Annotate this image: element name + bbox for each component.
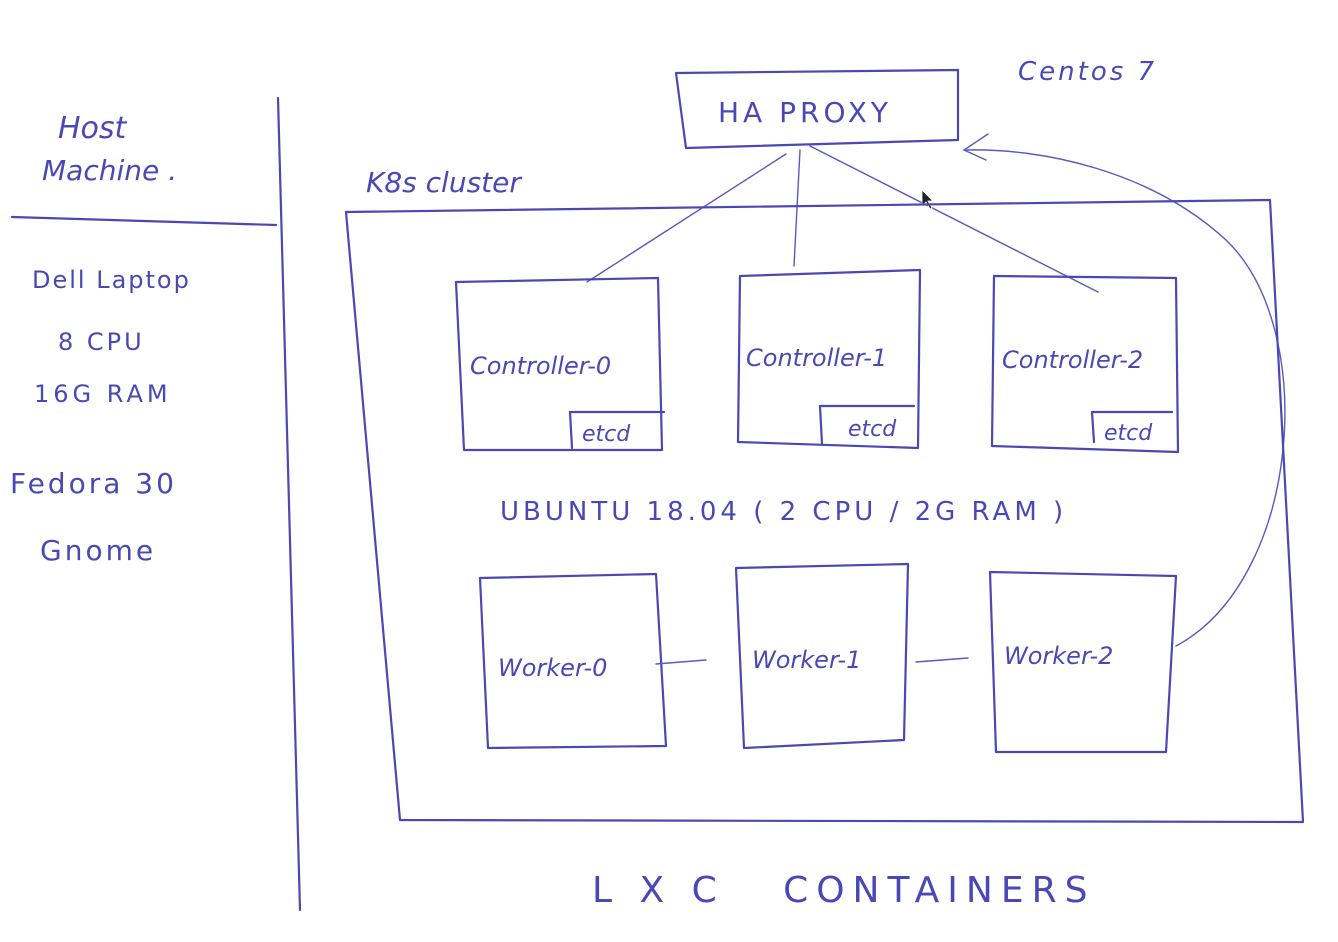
host-panel: Host Machine . Dell Laptop 8 CPU 16G RAM… [10,96,302,912]
host-divider-horizontal [10,215,278,227]
host-os-desktop: Gnome [40,534,156,567]
worker-box [478,572,668,750]
worker-node: Worker-1 [734,562,910,750]
controller-node: Controller-2 etcd [990,274,1180,454]
link-worker-0-worker-1 [655,659,707,665]
host-spec-model: Dell Laptop [32,266,191,294]
host-title-line2: Machine . [42,154,177,187]
controller-label: Controller-1 [746,344,887,372]
controller-label: Controller-0 [470,352,611,380]
etcd-box [818,404,916,446]
ha-proxy-box [674,68,960,150]
controller-box [736,268,922,450]
host-divider-vertical [276,96,302,912]
node-os-label: UBUNTU 18.04 ( 2 CPU / 2G RAM ) [500,497,1067,527]
cluster-label: K8s cluster [366,166,522,199]
controller-box [454,276,664,452]
etcd-label: etcd [582,422,631,447]
k8s-cluster: K8s cluster Controller-0 etcd Controller… [344,166,1305,824]
host-title-line1: Host [58,111,128,146]
link-proxy-controller-2 [809,145,1099,293]
host-spec-ram: 16G RAM [34,380,172,408]
etcd-box [568,410,666,450]
footer-label: L X C CONTAINERS [592,870,1095,911]
controller-node: Controller-0 etcd [454,276,666,452]
ha-proxy-label: HA PROXY [718,96,892,129]
controller-label: Controller-2 [1002,346,1143,374]
worker-label: Worker-1 [752,646,861,674]
cluster-boundary [344,198,1305,824]
etcd-label: etcd [1104,421,1153,446]
link-proxy-controller-0 [586,153,787,283]
controller-box [990,274,1180,454]
worker-box [988,570,1178,754]
link-proxy-controller-1 [793,149,801,267]
host-os-name: Fedora 30 [10,467,177,500]
proxy-links [586,133,1286,647]
worker-label: Worker-2 [1004,642,1113,670]
worker-box [734,562,910,750]
ha-proxy-node: HA PROXY Centos 7 [674,57,1157,150]
link-worker-1-worker-2 [915,657,969,663]
worker-node: Worker-2 [988,570,1178,754]
controller-node: Controller-1 etcd [736,268,922,450]
worker-label: Worker-0 [498,654,607,682]
arrowhead-icon [962,133,989,161]
etcd-box [1090,410,1174,444]
etcd-label: etcd [848,417,897,442]
ha-proxy-os-label: Centos 7 [1018,57,1157,87]
link-worker-2-proxy [965,149,1286,647]
host-spec-cpu: 8 CPU [58,328,145,356]
worker-node: Worker-0 [478,572,668,750]
